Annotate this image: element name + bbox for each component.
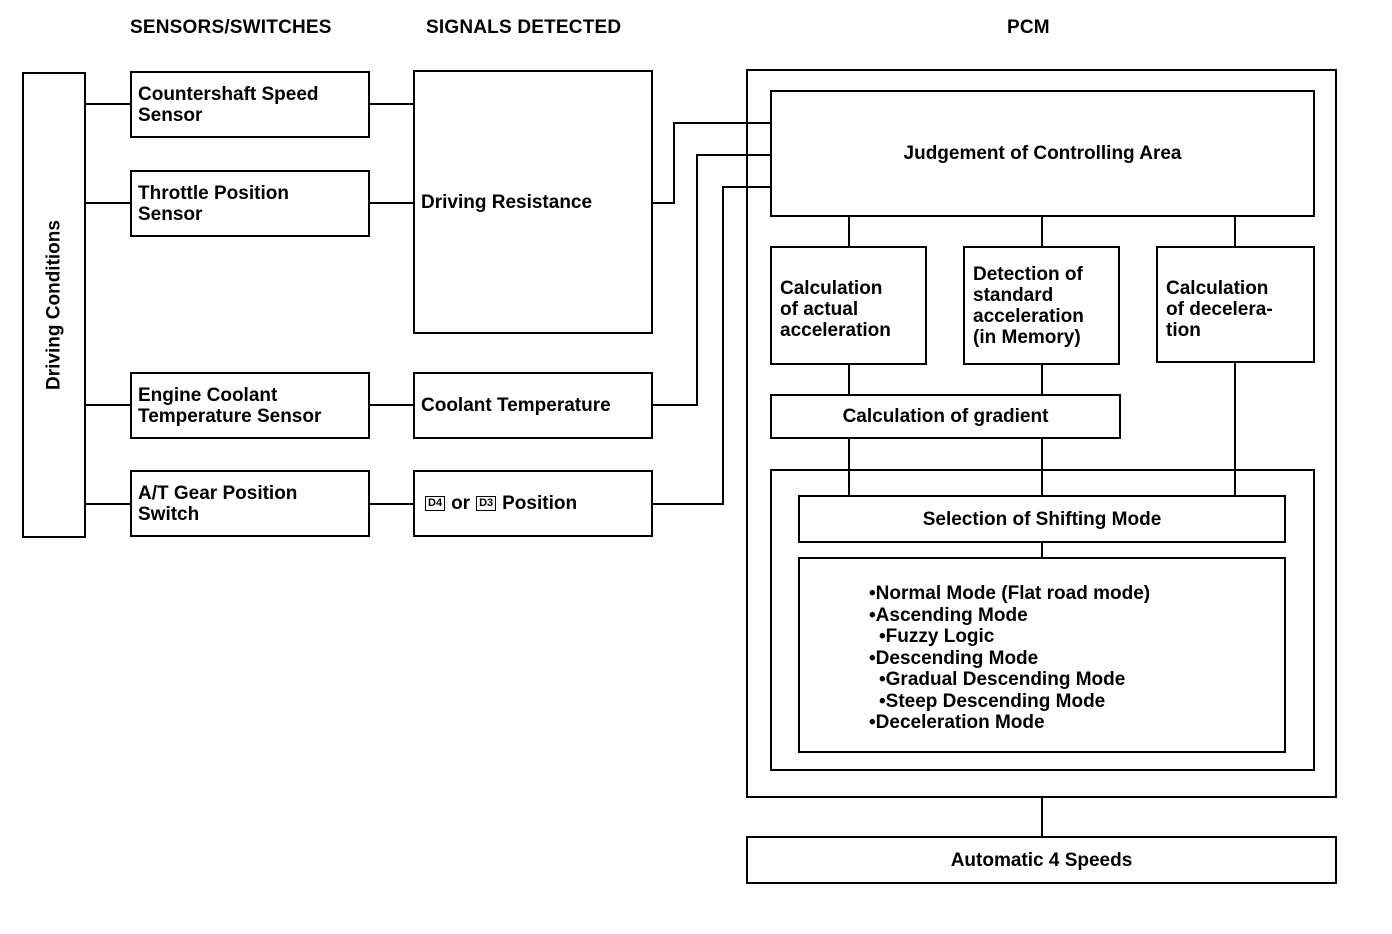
header-sensors: SENSORS/SWITCHES [130, 17, 332, 38]
position-label: Position [502, 493, 578, 514]
gear-position-switch-box: A/T Gear Position Switch [130, 470, 370, 537]
actual-accel-line-2: of actual [780, 299, 859, 320]
standard-accel-line-4: (in Memory) [973, 327, 1081, 348]
judgement-box: Judgement of Controlling Area [770, 90, 1315, 217]
header-signals: SIGNALS DETECTED [426, 17, 622, 38]
coolant-temperature-box: Coolant Temperature [413, 372, 653, 439]
mode-item: •Gradual Descending Mode [879, 669, 1126, 690]
mode-item: •Ascending Mode [869, 604, 1028, 626]
throttle-line-2: Sensor [138, 203, 203, 225]
modes-box: •Normal Mode (Flat road mode) •Ascending… [798, 557, 1286, 753]
standard-acceleration-box: Detection of standard acceleration (in M… [963, 246, 1120, 365]
coolant-sensor-line-1: Engine Coolant [138, 384, 278, 406]
modes-list: •Normal Mode (Flat road mode) •Ascending… [869, 583, 1150, 734]
gear-position-signal-box: D4 or D3 Position [413, 470, 653, 537]
gradient-box: Calculation of gradient [770, 394, 1121, 439]
countershaft-line-2: Sensor [138, 104, 203, 126]
judgement-label: Judgement of Controlling Area [903, 143, 1182, 164]
mode-item: •Deceleration Mode [869, 712, 1045, 733]
output-box: Automatic 4 Speeds [746, 836, 1337, 884]
header-pcm: PCM [1007, 17, 1050, 38]
gear-switch-line-2: Switch [138, 503, 200, 525]
mode-item: •Fuzzy Logic [879, 626, 995, 647]
coolant-temperature-label: Coolant Temperature [421, 395, 611, 416]
driving-resistance-label: Driving Resistance [421, 191, 593, 213]
gradient-label: Calculation of gradient [842, 406, 1049, 427]
throttle-line-1: Throttle Position [138, 182, 289, 204]
gear-switch-line-1: A/T Gear Position [138, 482, 298, 504]
mode-item: •Steep Descending Mode [879, 690, 1106, 712]
standard-accel-line-2: standard [973, 285, 1054, 306]
decel-line-1: Calculation [1166, 278, 1269, 299]
pcm-frame [746, 69, 1337, 798]
actual-accel-line-3: acceleration [780, 320, 891, 341]
d4-indicator: D4 [425, 496, 446, 511]
or-label: or [451, 493, 471, 514]
decel-line-2: of decelera- [1166, 299, 1273, 320]
d3-indicator: D3 [476, 496, 497, 511]
standard-accel-line-3: acceleration [973, 306, 1084, 327]
standard-accel-line-1: Detection of [973, 264, 1083, 285]
countershaft-speed-sensor-box: Countershaft Speed Sensor [130, 71, 370, 138]
mode-item: •Descending Mode [869, 647, 1039, 669]
coolant-sensor-line-2: Temperature Sensor [138, 405, 322, 427]
driving-resistance-box: Driving Resistance [413, 70, 653, 334]
decel-line-3: tion [1166, 320, 1201, 341]
output-label: Automatic 4 Speeds [950, 849, 1133, 871]
actual-acceleration-box: Calculation of actual acceleration [770, 246, 927, 365]
selection-frame [770, 469, 1315, 771]
selection-box: Selection of Shifting Mode [798, 495, 1286, 543]
driving-conditions-label: Driving Conditions [43, 220, 65, 390]
throttle-position-sensor-box: Throttle Position Sensor [130, 170, 370, 237]
selection-label: Selection of Shifting Mode [922, 508, 1162, 530]
countershaft-line-1: Countershaft Speed [138, 83, 319, 105]
driving-conditions-box: Driving Conditions [22, 72, 86, 538]
engine-coolant-sensor-box: Engine Coolant Temperature Sensor [130, 372, 370, 439]
deceleration-box: Calculation of decelera- tion [1156, 246, 1315, 363]
actual-accel-line-1: Calculation [780, 278, 883, 299]
mode-item: •Normal Mode (Flat road mode) [869, 583, 1151, 604]
